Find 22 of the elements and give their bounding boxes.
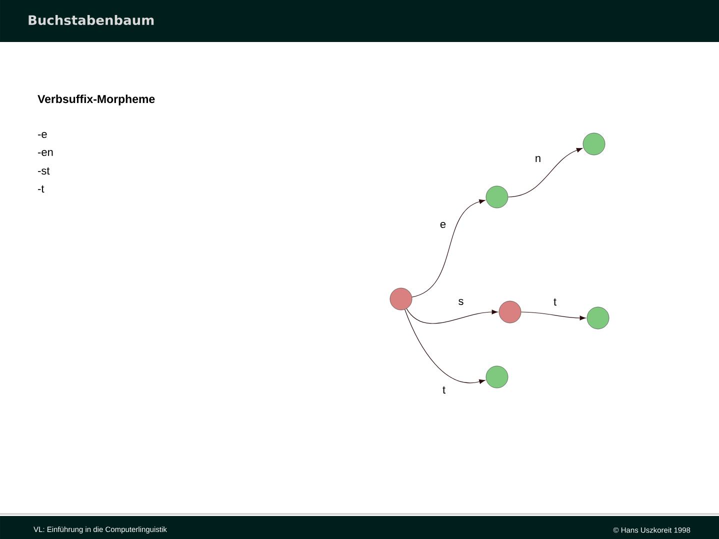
arrow [520,312,586,320]
state-circle [582,132,606,156]
list-item: -e [38,132,47,138]
state-circle [586,306,610,330]
arrow [404,309,486,384]
state-circle [486,186,508,208]
arrow [406,308,498,324]
edge-label: s [457,298,465,306]
edge-label: t [441,385,447,395]
list-item: -t [38,185,44,193]
heading: Verbsuffix-Morpheme [38,94,155,106]
edge-label: e [438,221,448,230]
state-circle [486,366,508,388]
list-item: -st [38,167,50,175]
state-circle [498,300,522,324]
arrow [508,148,583,198]
arrow [412,199,486,298]
edge-label: t [552,297,558,307]
edge-label: n [534,155,542,163]
list-item: -en [38,150,53,156]
title: Buchstabenbaum [28,14,154,26]
state-circle [390,288,412,310]
